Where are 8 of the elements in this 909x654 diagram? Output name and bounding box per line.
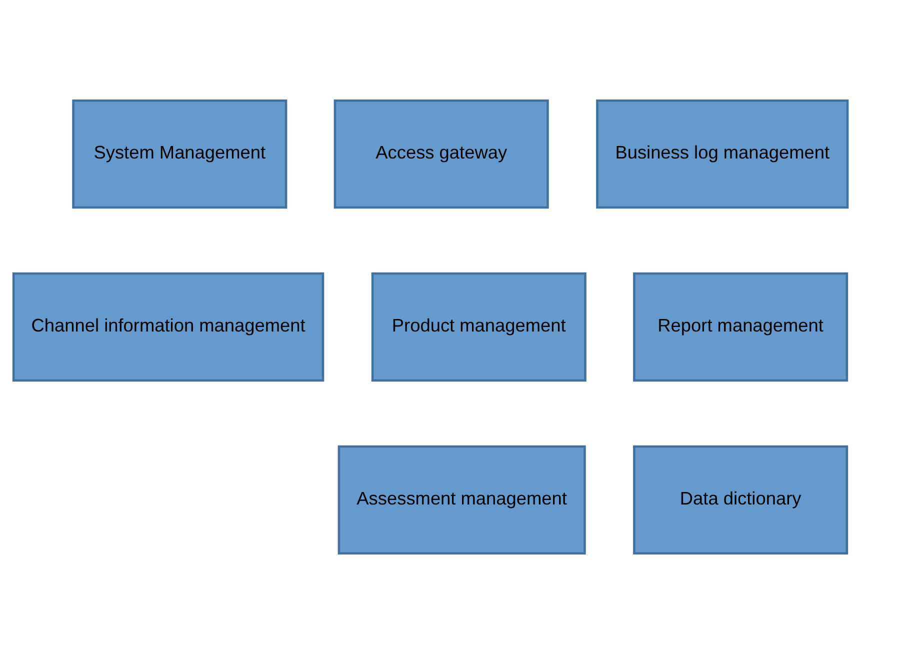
node-box: Access gateway [333, 99, 548, 209]
node-box: Assessment management [337, 445, 586, 555]
node-box: Channel information management [12, 272, 324, 382]
node-box: System Management [72, 99, 287, 209]
node-box: Product management [370, 272, 586, 382]
node-box: Data dictionary [632, 445, 848, 555]
node-box: Business log management [596, 99, 848, 209]
node-box: Report management [632, 272, 848, 382]
